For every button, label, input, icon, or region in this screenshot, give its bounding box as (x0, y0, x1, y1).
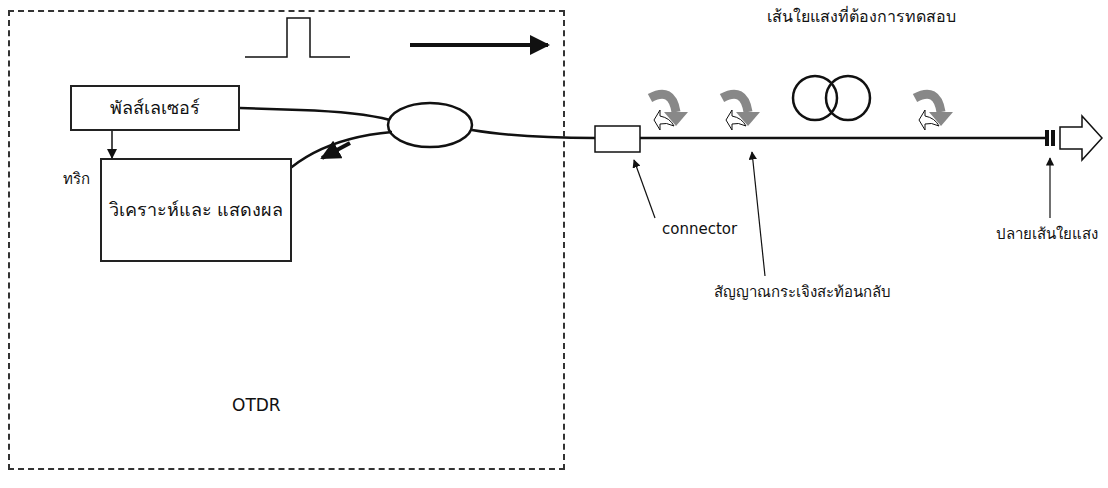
direction-arrow (410, 43, 548, 47)
pulse-shape (245, 18, 350, 57)
callout-label: ปลายเส้นใยแสง (994, 222, 1100, 246)
fiber-end (1045, 130, 1049, 146)
edge-label: ทริก (61, 167, 92, 191)
leader-line (634, 160, 655, 218)
diagram-title: เส้นใยแสงที่ต้องการทดสอบ (765, 4, 958, 29)
callout-label: connector (660, 220, 739, 238)
analyzer-box: วิเคราะห์และ แสดงผล (100, 158, 292, 262)
backscatter-arrows (650, 94, 953, 130)
fiber-line (472, 130, 1045, 138)
leader-line (1049, 158, 1050, 218)
leader-line (752, 152, 765, 276)
otdr-region: OTDR พัลส์เลเซอร์วิเคราะห์และ แสดงผล (8, 10, 565, 470)
return-arrow (322, 143, 350, 158)
laser-box: พัลส์เลเซอร์ (70, 85, 240, 131)
coupler (388, 103, 472, 147)
connector-body (595, 126, 640, 152)
box-label: พัลส์เลเซอร์ (110, 96, 200, 120)
fiber-coil (826, 76, 870, 120)
callout-label: สัญญาณกระเจิงสะท้อนกลับ (712, 280, 893, 304)
fiber-coil (793, 76, 837, 120)
fiber-end (1051, 130, 1055, 146)
box-label: วิเคราะห์และ แสดงผล (109, 198, 284, 222)
fiber-line (240, 108, 390, 120)
output-arrow (1060, 116, 1102, 160)
region-label: OTDR (232, 394, 281, 417)
trigger-connector (111, 131, 113, 158)
